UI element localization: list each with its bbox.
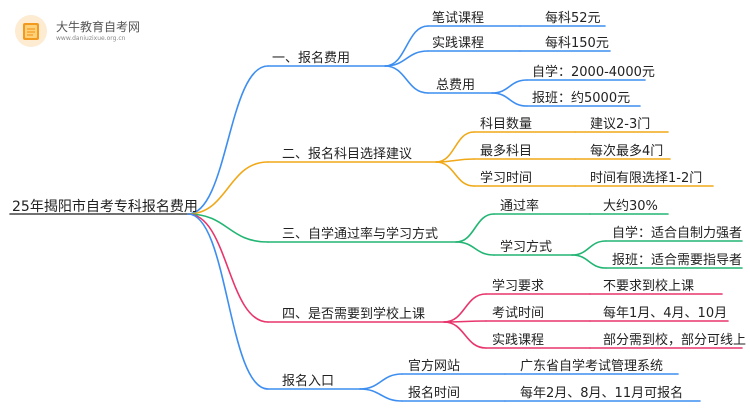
advice-count-value: 建议2-3门 xyxy=(590,117,651,132)
branch-attendance: 四、是否需要到学校上课 xyxy=(282,307,426,322)
official-site-value: 广东省自学考试管理系统 xyxy=(520,359,664,374)
branch-fees: 一、报名费用 xyxy=(272,51,351,66)
logo: 大牛教育自考网 www.daniuzixue.org.cn xyxy=(14,14,214,48)
logo-title: 大牛教育自考网 xyxy=(56,20,141,34)
edge-fees-practice xyxy=(384,50,429,67)
branch-subject-advice: 二、报名科目选择建议 xyxy=(282,147,413,162)
logo-url: www.daniuzixue.org.cn xyxy=(56,35,126,42)
fees-total-label: 总费用 xyxy=(436,78,476,93)
fees-total-class: 报班：约5000元 xyxy=(532,91,631,106)
edge-total-self xyxy=(491,79,528,94)
fees-total-self: 自学：2000-4000元 xyxy=(532,65,655,80)
edge-official-site xyxy=(359,373,403,390)
fees-written-label: 笔试课程 xyxy=(432,11,485,26)
exam-time-value: 每年1月、4月、10月 xyxy=(603,306,728,321)
edge-root-registration xyxy=(187,213,269,390)
study-mode-class: 报班：适合需要指导者 xyxy=(612,253,743,268)
advice-max-label: 最多科目 xyxy=(480,144,533,159)
study-mode-self: 自学：适合自制力强者 xyxy=(612,226,743,241)
practice-course-value: 部分需到校，部分可线上 xyxy=(603,333,747,348)
root-topic: 25年揭阳市自考专科报名费用 xyxy=(12,199,198,215)
advice-count-label: 科目数量 xyxy=(480,117,533,132)
edge-attendance-req xyxy=(443,293,487,323)
advice-time-value: 时间有限选择1-2门 xyxy=(590,171,703,186)
advice-max-value: 每次最多4门 xyxy=(590,144,664,159)
advice-time-label: 学习时间 xyxy=(480,171,533,186)
edge-study-class xyxy=(571,254,607,269)
edge-root-fees xyxy=(187,65,269,215)
branch-pass-rate: 三、自学通过率与学习方式 xyxy=(282,227,439,242)
edge-total-class xyxy=(491,92,528,107)
edge-study-mode xyxy=(455,241,495,256)
edge-advice-time xyxy=(435,161,475,187)
fees-practice-value: 每科150元 xyxy=(545,36,609,51)
fees-written-value: 每科52元 xyxy=(545,11,601,26)
edge-advice-count xyxy=(435,131,475,163)
practice-course-label: 实践课程 xyxy=(492,333,545,348)
edge-root-advice xyxy=(187,161,269,215)
edge-fees-written xyxy=(384,25,429,67)
exam-time-label: 考试时间 xyxy=(492,306,545,321)
official-site-label: 官方网站 xyxy=(408,359,461,374)
branch-registration: 报名入口 xyxy=(282,374,335,389)
book-logo-icon xyxy=(15,15,47,47)
attendance-requirement-label: 学习要求 xyxy=(492,279,545,294)
registration-time-label: 报名时间 xyxy=(408,386,461,401)
edge-practice-course xyxy=(443,321,487,349)
fees-practice-label: 实践课程 xyxy=(432,36,485,51)
edge-pass-rate xyxy=(455,213,495,243)
registration-time-value: 每年2月、8月、11月可报名 xyxy=(520,386,684,401)
edge-fees-total xyxy=(384,65,429,94)
edge-root-attendance xyxy=(187,213,269,323)
pass-rate-label: 通过率 xyxy=(500,199,540,214)
pass-rate-value: 大约30% xyxy=(603,199,658,214)
study-mode-label: 学习方式 xyxy=(500,240,553,255)
attendance-requirement-value: 不要求到校上课 xyxy=(603,279,695,294)
edge-registration-time xyxy=(359,388,403,402)
edge-root-pass xyxy=(187,213,269,243)
edge-study-self xyxy=(571,240,607,256)
